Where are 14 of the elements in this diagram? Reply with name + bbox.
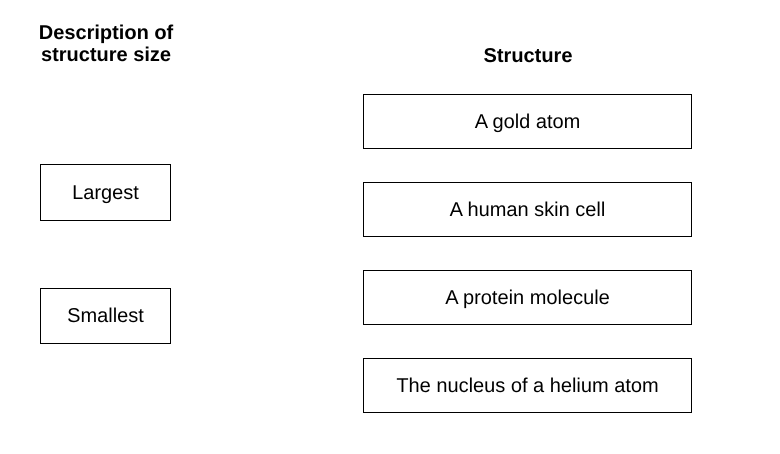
box-text: A gold atom: [474, 110, 580, 134]
answer-box: [363, 94, 692, 149]
box-text: Largest: [72, 180, 139, 204]
answer-box: [40, 164, 171, 221]
answer-box: [363, 358, 692, 413]
answer-box: [363, 270, 692, 325]
column-heading: Description of structure size: [38, 22, 174, 66]
box-text: A human skin cell: [450, 198, 606, 222]
box-text: The nucleus of a helium atom: [396, 374, 659, 398]
column-heading: Structure: [482, 45, 574, 67]
answer-box: [40, 288, 171, 344]
answer-box: [363, 182, 692, 237]
box-text: Smallest: [67, 304, 144, 328]
box-text: A protein molecule: [445, 286, 610, 310]
